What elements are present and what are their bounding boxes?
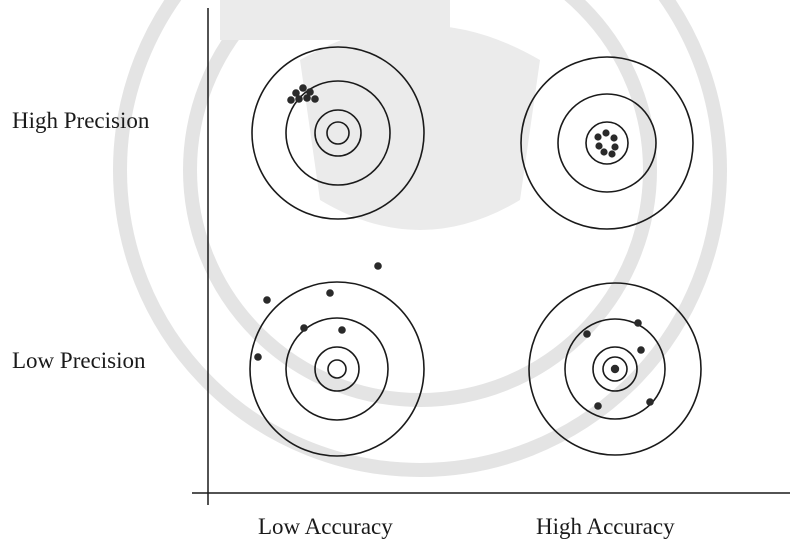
column-label-low-accuracy: Low Accuracy bbox=[258, 514, 393, 539]
shots-high-precision-high-accuracy bbox=[594, 129, 619, 158]
target-high-precision-low-accuracy bbox=[251, 46, 425, 220]
shots-high-precision-low-accuracy bbox=[287, 84, 319, 104]
target-high-precision-high-accuracy bbox=[520, 56, 694, 230]
target-low-precision-low-accuracy bbox=[249, 281, 425, 457]
row-label-high-precision: High Precision bbox=[12, 108, 150, 133]
shots-low-precision-low-accuracy bbox=[254, 262, 382, 361]
column-label-high-accuracy: High Accuracy bbox=[536, 514, 675, 539]
target-low-precision-high-accuracy bbox=[528, 282, 702, 456]
row-label-low-precision: Low Precision bbox=[12, 348, 146, 373]
shots-low-precision-high-accuracy bbox=[583, 319, 654, 410]
